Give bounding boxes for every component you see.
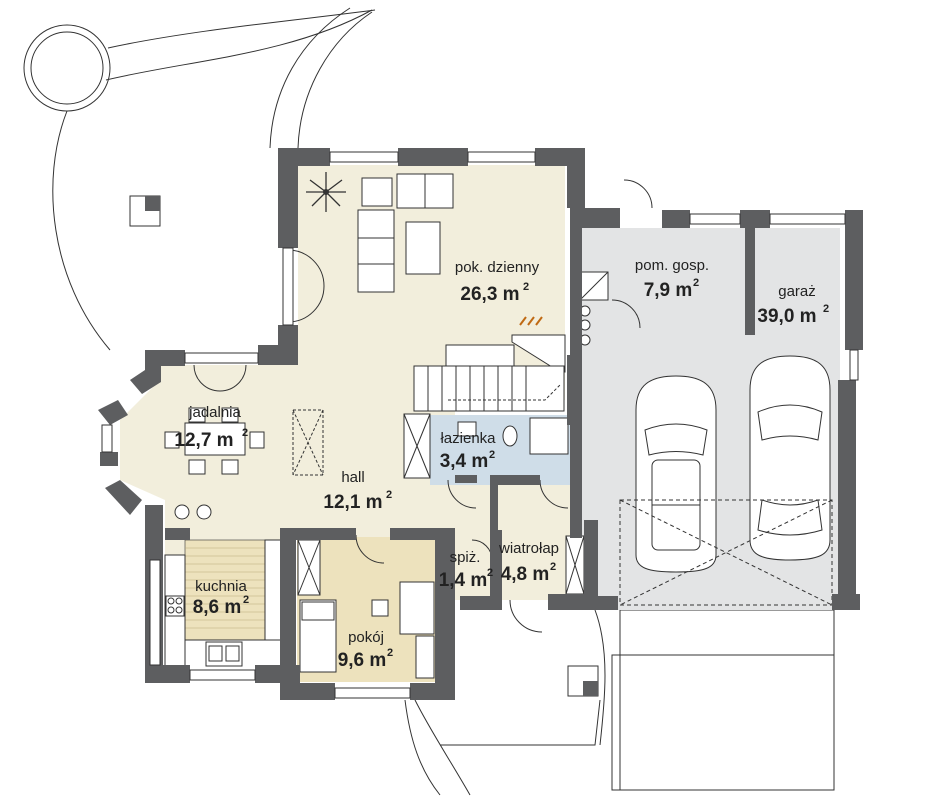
pantry-name: spiż. [450, 549, 481, 566]
bathroom-area: 3,4 m [440, 451, 489, 472]
vestibule-area: 4,8 m [501, 564, 550, 585]
utility-name: pom. gosp. [635, 257, 709, 274]
dining-table [164, 407, 265, 520]
kitchen-area-sup: 2 [243, 594, 249, 606]
room-label-utility: pom. gosp. 7,9 m 2 [635, 257, 709, 301]
garage-area: 39,0 m [757, 306, 816, 327]
hall-area-sup: 2 [386, 489, 392, 501]
garage-area-sup: 2 [823, 303, 829, 315]
room-label-bathroom: łazienka 3,4 m 2 [440, 430, 496, 472]
sink-icon [205, 641, 243, 667]
sofa [357, 173, 454, 293]
dining-area-sup: 2 [242, 427, 248, 439]
living-area-sup: 2 [523, 281, 529, 293]
hall-area: 12,1 m [323, 492, 382, 513]
living-name: pok. dzienny [455, 259, 540, 276]
room-name: pokój [348, 629, 384, 646]
pillar-icon [567, 665, 599, 697]
living-area: 26,3 m [460, 284, 519, 305]
car-icon [749, 355, 831, 561]
garage-name: garaż [778, 283, 816, 300]
dining-area: 12,7 m [174, 430, 233, 451]
kitchen-name: kuchnia [195, 578, 247, 595]
room-label-room: pokój 9,6 m 2 [338, 629, 393, 671]
bathroom-name: łazienka [440, 430, 496, 447]
kitchen-area: 8,6 m [193, 597, 242, 618]
car-icon [635, 375, 717, 573]
bathroom-area-sup: 2 [489, 449, 495, 461]
stove-icon [165, 595, 185, 617]
room-area-sup: 2 [387, 647, 393, 659]
room-furniture [297, 539, 435, 679]
ceiling-window [292, 409, 324, 476]
utility-appliances [565, 271, 609, 595]
stairs [413, 344, 565, 412]
room-label-garage: garaż 39,0 m 2 [757, 283, 829, 327]
vestibule-name: wiatrołap [498, 540, 559, 557]
door-swings [193, 179, 653, 633]
pantry-area-sup: 2 [487, 567, 493, 579]
vestibule-area-sup: 2 [550, 561, 556, 573]
room-label-kitchen: kuchnia 8,6 m 2 [193, 578, 249, 618]
windows [101, 151, 859, 699]
room-label-vestibule: wiatrołap 4,8 m 2 [498, 540, 559, 585]
room-label-pantry: spiż. 1,4 m 2 [439, 549, 493, 591]
room-label-dining: jadalnia 12,7 m 2 [174, 404, 248, 451]
bathroom-fixtures [403, 413, 569, 479]
pillar-icon [129, 195, 161, 227]
room-label-living: pok. dzienny 26,3 m 2 [455, 259, 540, 305]
plant-icon [306, 172, 346, 212]
hall-name: hall [341, 469, 364, 486]
room-label-hall: hall 12,1 m 2 [323, 469, 392, 513]
pantry-area: 1,4 m [439, 570, 488, 591]
dining-name: jadalnia [188, 404, 241, 421]
utility-area-sup: 2 [693, 277, 699, 289]
garage-door-swing [619, 499, 833, 606]
room-area: 9,6 m [338, 650, 387, 671]
walls [98, 148, 863, 700]
utility-area: 7,9 m [644, 280, 693, 301]
